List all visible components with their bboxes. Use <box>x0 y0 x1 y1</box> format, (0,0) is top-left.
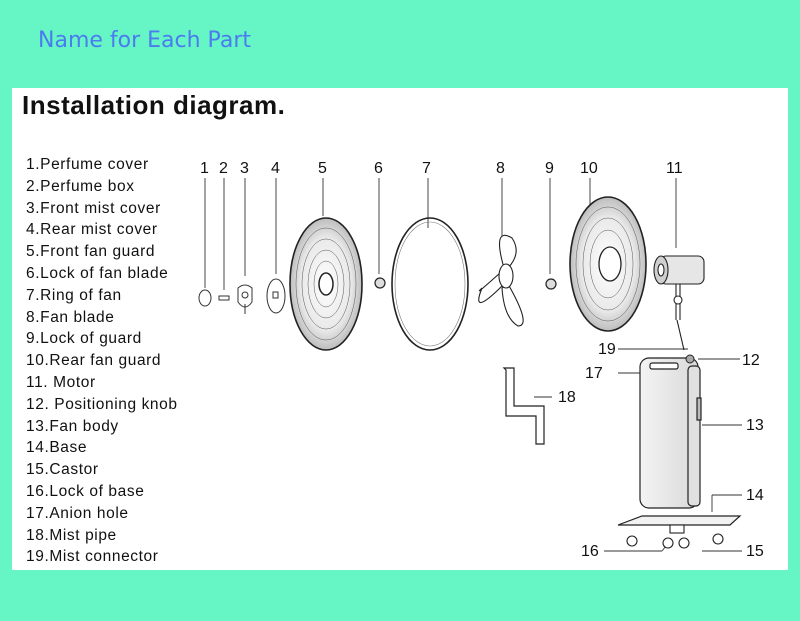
front-mist-cover <box>237 284 253 314</box>
callout-number: 19 <box>598 341 616 358</box>
callout-number: 18 <box>558 389 576 406</box>
callout-number: 4 <box>271 160 280 177</box>
rear-mist-cover <box>266 278 286 314</box>
callout-number: 5 <box>318 160 327 177</box>
castor-wheels <box>626 533 724 549</box>
ring-of-fan <box>391 217 469 351</box>
parts-list-item: 3.Front mist cover <box>26 199 161 217</box>
callout-number: 12 <box>742 352 760 369</box>
parts-list-item: 11. Motor <box>26 373 96 391</box>
parts-list-item: 8.Fan blade <box>26 308 115 326</box>
parts-list-item: 2.Perfume box <box>26 177 135 195</box>
parts-list-item: 17.Anion hole <box>26 504 129 522</box>
parts-list-item: 13.Fan body <box>26 417 119 435</box>
exploded-fan-drawing: 1 2 3 4 5 6 7 8 9 10 11 19 17 12 18 13 1… <box>198 160 764 560</box>
callout-number: 15 <box>746 543 764 560</box>
callout-number: 10 <box>580 160 598 177</box>
parts-list: 1.Perfume cover 2.Perfume box 3.Front mi… <box>26 154 178 568</box>
parts-list-item: 5.Front fan guard <box>26 243 156 261</box>
base <box>617 515 742 526</box>
perfume-cover <box>198 289 212 307</box>
rear-fan-guard <box>569 196 647 332</box>
callout-number: 3 <box>240 160 249 177</box>
callout-number: 7 <box>422 160 431 177</box>
parts-list-item: 6.Lock of fan blade <box>26 264 169 282</box>
panel-title: Installation diagram. <box>22 90 286 120</box>
parts-list-item: 19.Mist connector <box>26 548 159 566</box>
parts-list-item: 1.Perfume cover <box>26 156 149 173</box>
parts-list-item: 12. Positioning knob <box>26 395 178 413</box>
parts-list-item: 7.Ring of fan <box>26 286 122 304</box>
callout-number: 8 <box>496 160 505 177</box>
parts-list-item: 14.Base <box>26 439 88 457</box>
callout-number: 6 <box>374 160 383 177</box>
callout-number: 16 <box>581 543 599 560</box>
callout-number: 13 <box>746 417 764 434</box>
base-lock <box>669 524 685 534</box>
callout-number: 1 <box>200 160 209 177</box>
mist-pipe <box>502 367 545 445</box>
parts-list-item: 4.Rear mist cover <box>26 221 158 239</box>
banner-title: Name for Each Part <box>38 28 251 53</box>
parts-list-item: 16.Lock of base <box>26 482 145 500</box>
ring-of-fan-inner-edge <box>394 221 466 347</box>
lock-of-guard <box>545 278 557 290</box>
callout-number: 17 <box>585 365 603 382</box>
parts-list-item: 15.Castor <box>26 461 99 479</box>
perfume-box <box>218 295 230 301</box>
fan-body <box>639 357 702 509</box>
diagram-panel: Installation diagram. 1.Perfume cover 2.… <box>12 88 788 570</box>
callout-number: 2 <box>219 160 228 177</box>
parts-list-item: 9.Lock of guard <box>26 330 142 348</box>
fan-blade <box>478 234 524 327</box>
callout-number: 14 <box>746 487 764 504</box>
lock-of-fan-blade <box>374 277 386 289</box>
callout-number: 11 <box>666 160 683 177</box>
positioning-knob <box>685 354 695 364</box>
parts-list-item: 10.Rear fan guard <box>26 352 162 370</box>
parts-list-item: 18.Mist pipe <box>26 526 117 544</box>
callout-number: 9 <box>545 160 554 177</box>
motor <box>653 255 705 351</box>
front-fan-guard <box>289 217 363 351</box>
